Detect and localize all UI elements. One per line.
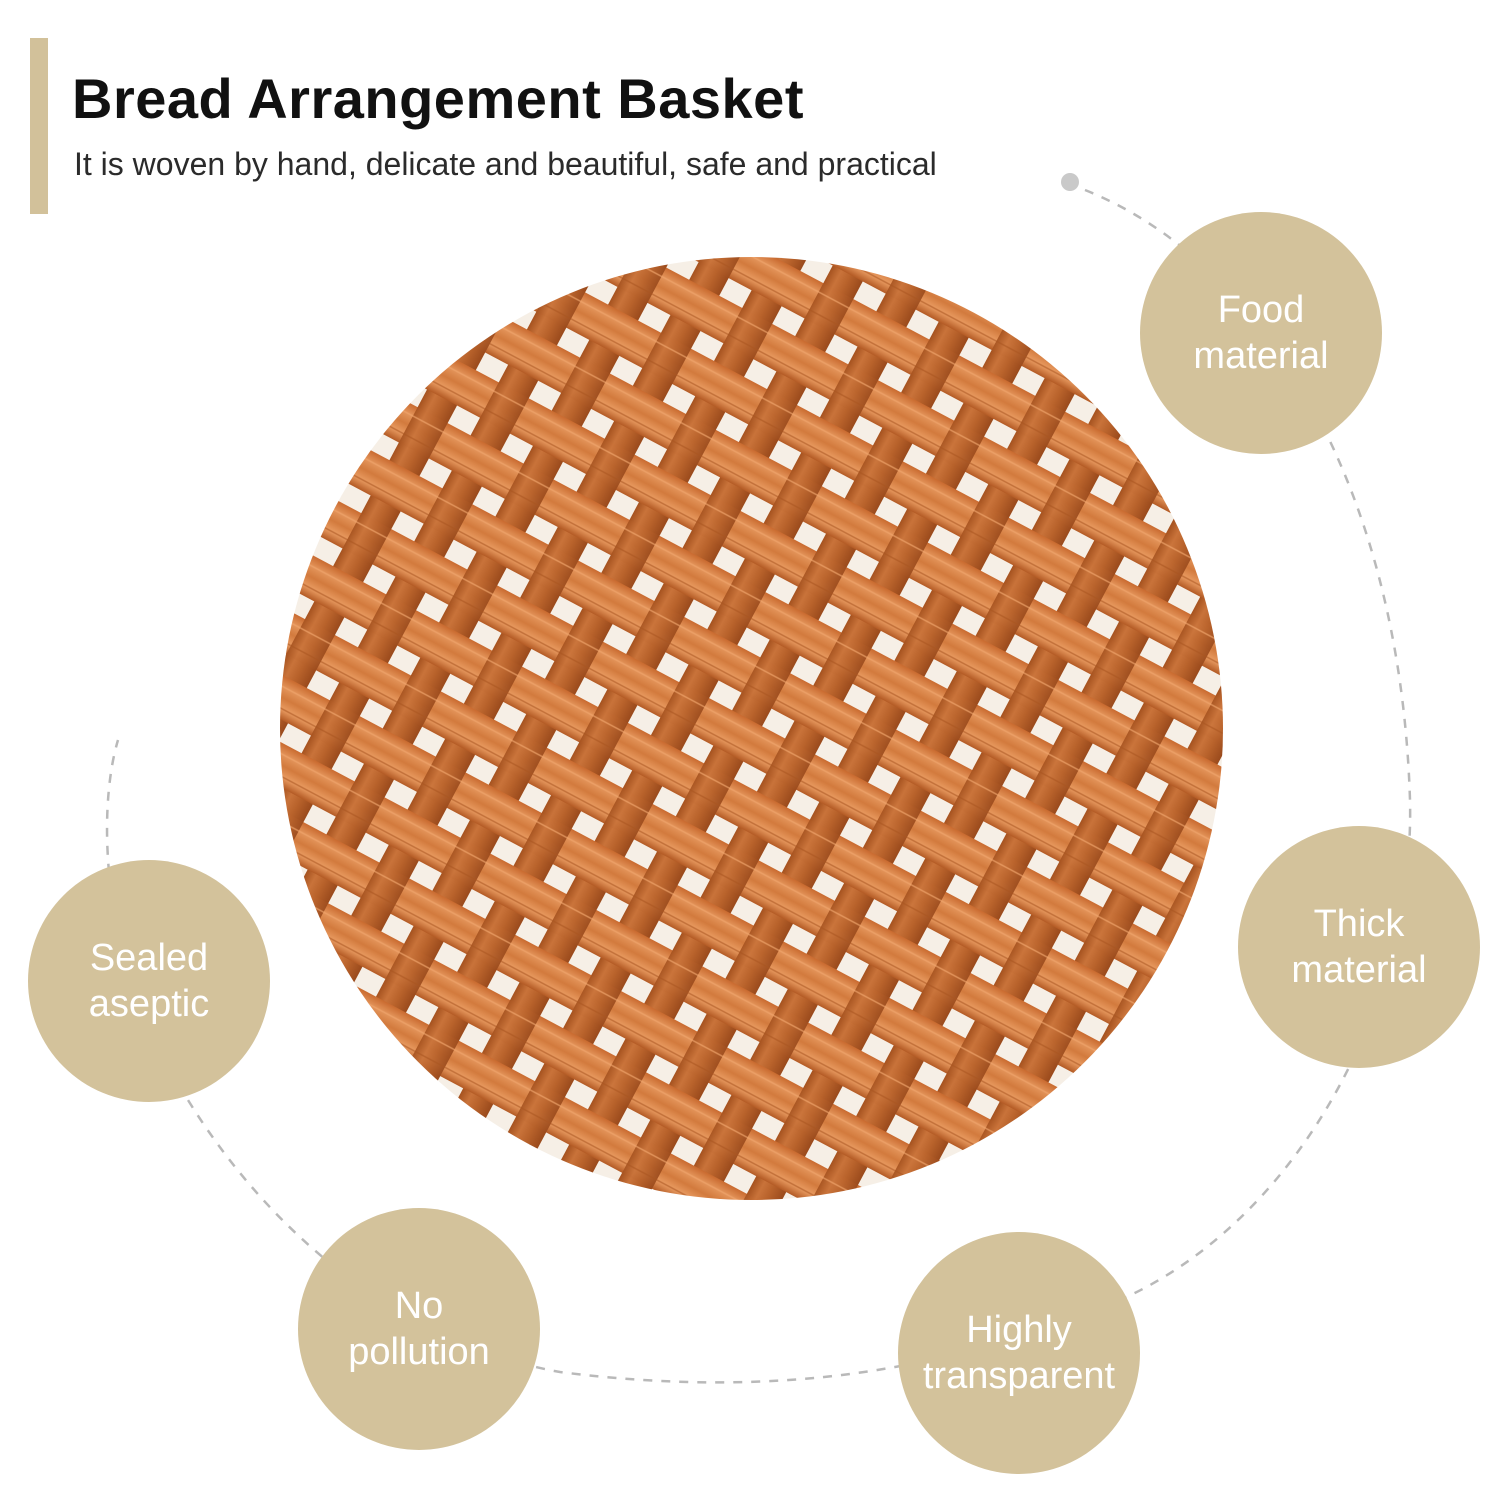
feature-badge-sealed-aseptic: Sealed aseptic [28, 860, 270, 1102]
orbit-start-dot [1061, 173, 1079, 191]
feature-line-2: transparent [922, 1355, 1116, 1397]
feature-badge-thick-material: Thick material [1238, 826, 1480, 1068]
woven-basket-closeup-photo [280, 257, 1223, 1200]
feature-line-1: Food [1217, 289, 1305, 331]
feature-line-2: material [1193, 335, 1329, 377]
feature-line-2: pollution [348, 1331, 490, 1373]
page-subtitle: It is woven by hand, delicate and beauti… [74, 146, 937, 182]
feature-line-2: material [1291, 949, 1427, 991]
feature-line-1: Sealed [89, 937, 209, 979]
feature-line-1: Highly [966, 1309, 1072, 1351]
feature-badge-highly-transparent: Highly transparent [898, 1232, 1140, 1474]
feature-line-2: aseptic [88, 983, 210, 1025]
feature-line-1: No [394, 1285, 444, 1327]
page-title: Bread Arrangement Basket [72, 67, 804, 130]
feature-badge-no-pollution: No pollution [298, 1208, 540, 1450]
feature-line-1: Thick [1313, 903, 1405, 945]
header-accent-bar [30, 38, 48, 214]
feature-badge-food-material: Food material [1140, 212, 1382, 454]
